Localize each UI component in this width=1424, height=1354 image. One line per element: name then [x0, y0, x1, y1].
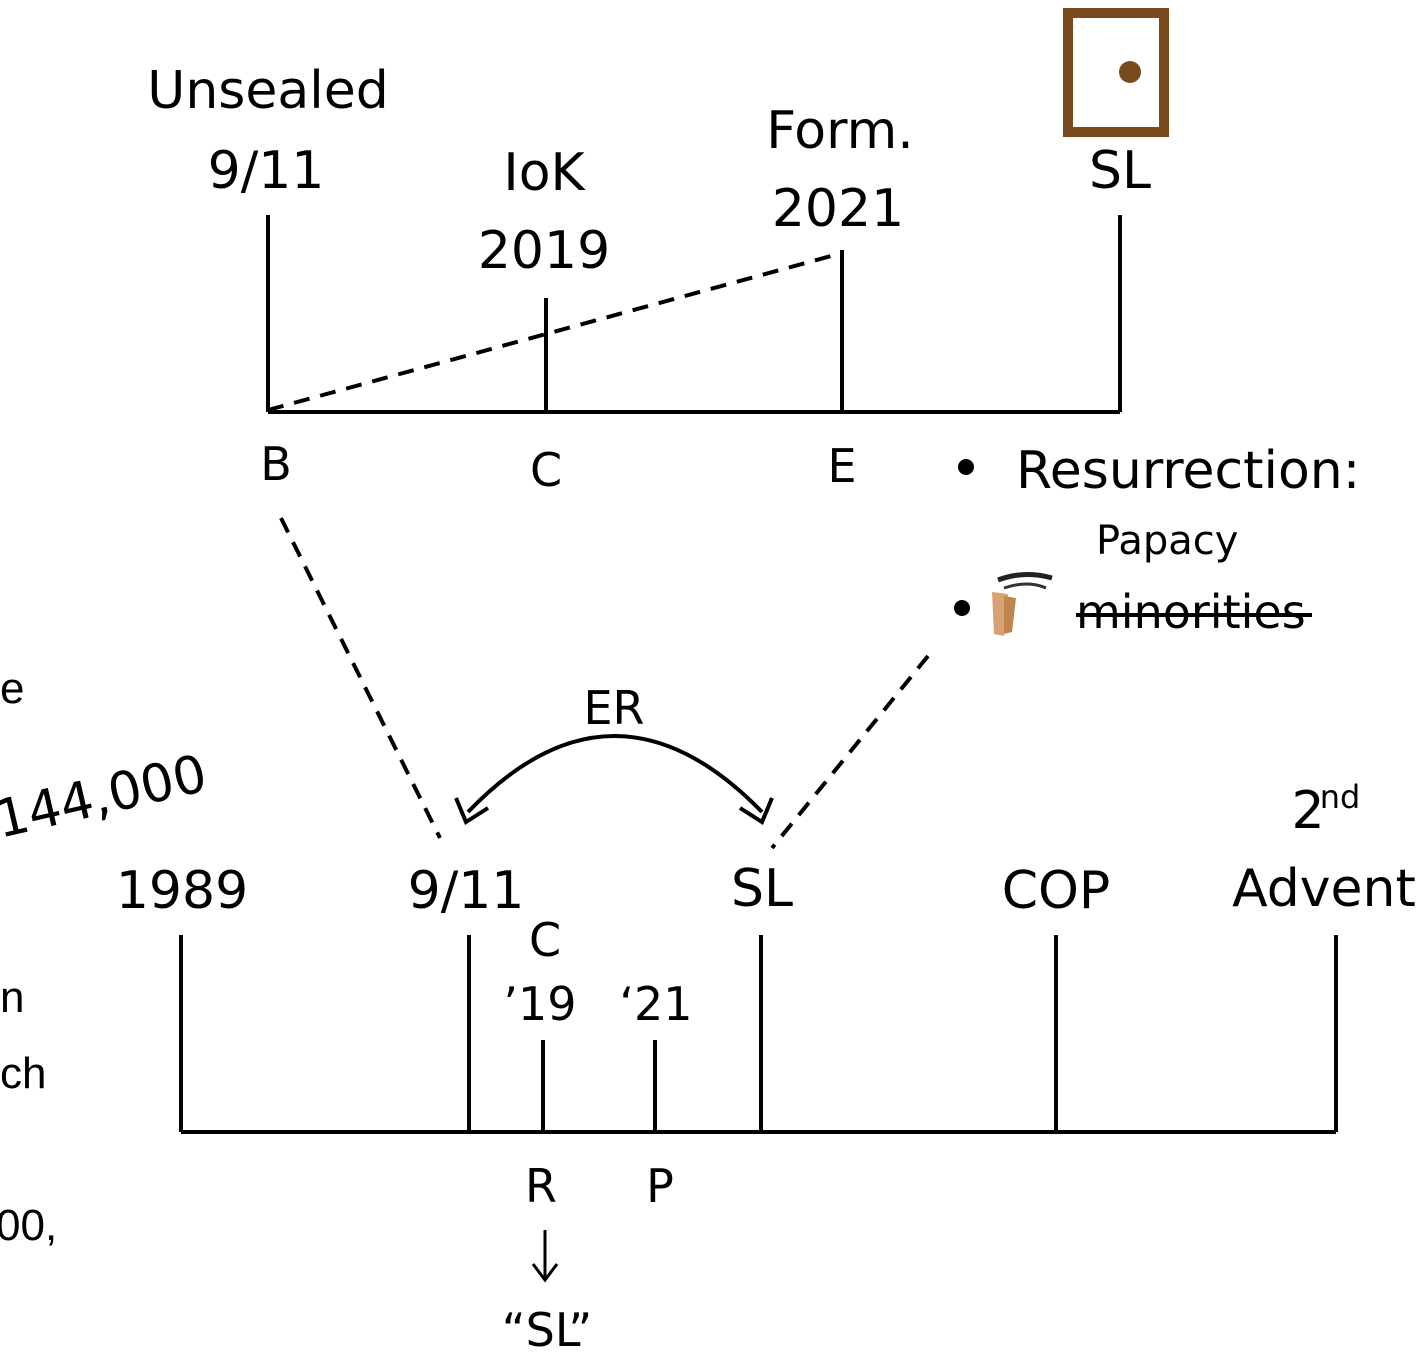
quoted-sl-label: “SL” — [502, 1303, 592, 1354]
er-label: ER — [583, 681, 644, 735]
bottom-label-sl: SL — [731, 859, 793, 919]
top-under-e: E — [827, 439, 856, 493]
left-fragment-00: 00, — [0, 1201, 57, 1250]
top-label-unsealed: Unsealed — [147, 61, 388, 121]
bottom-label-cop: COP — [1002, 861, 1111, 921]
bullet-dot — [958, 459, 974, 475]
top-dashed-slope — [267, 251, 843, 412]
bottom-under-p: P — [646, 1159, 674, 1213]
top-under-c: C — [530, 443, 562, 497]
bottom-under-r: R — [525, 1159, 557, 1213]
bottom-label-1989: 1989 — [116, 861, 248, 921]
resurrection-minorities: minorities — [1076, 585, 1306, 639]
top-label-9-11: 9/11 — [208, 141, 325, 201]
bottom-label-9-11: 9/11 — [408, 861, 525, 921]
bottom-label-21: ‘21 — [619, 977, 692, 1031]
door-icon — [1063, 8, 1169, 137]
er-arrowhead-left — [454, 797, 490, 825]
hand-icon — [992, 572, 1053, 636]
bottom-timeline — [179, 935, 1338, 1134]
bullet-dot — [954, 600, 970, 616]
top-label-2019: 2019 — [478, 221, 610, 281]
left-fragment-n: n — [0, 973, 24, 1022]
top-under-b: B — [260, 437, 292, 491]
bottom-label-2nd: 2 — [1291, 781, 1324, 841]
er-arrowhead-right — [738, 797, 774, 825]
bottom-label-advent: Advent — [1232, 859, 1416, 919]
resurrection-heading: Resurrection: — [1016, 441, 1360, 501]
top-label-form: Form. — [766, 101, 914, 161]
dashed-connector-b — [279, 517, 442, 839]
top-label-2021: 2021 — [772, 179, 904, 239]
bottom-label-19: ’19 — [503, 977, 576, 1031]
left-fragment-ch: ch — [0, 1049, 46, 1098]
er-arc — [466, 734, 764, 814]
dashed-connector-sl — [770, 654, 930, 850]
top-timeline — [266, 215, 1122, 414]
top-label-iok: IoK — [503, 143, 586, 203]
bottom-label-c: C — [529, 913, 561, 967]
bottom-label-nd-sup: nd — [1320, 778, 1361, 816]
resurrection-papacy: Papacy — [1096, 518, 1238, 564]
left-fragment-e: e — [0, 664, 24, 713]
top-label-sl: SL — [1089, 141, 1151, 201]
down-arrow-icon — [531, 1230, 559, 1283]
left-fragment-144000: 144,000 — [0, 744, 212, 851]
